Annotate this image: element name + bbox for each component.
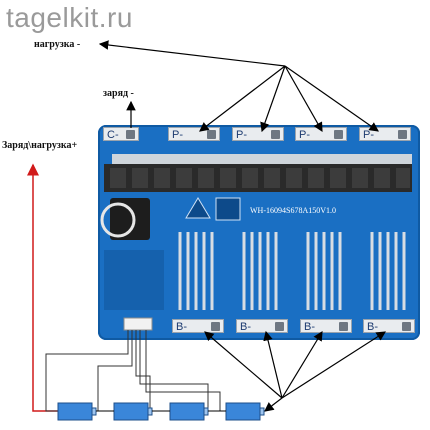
c-minus-pad-label: C- [107,129,119,141]
p-pad-label: P- [236,129,247,141]
b-pad-label: B- [304,321,315,333]
mosfet-row [104,154,412,192]
load-minus-arrows [98,40,379,133]
warning-icon [185,197,211,219]
site-watermark: tagelkit.ru [6,2,133,33]
p-minus-pad-2: P- [232,127,284,141]
c-minus-pad: C- [103,127,139,141]
p-pad-label: P- [299,129,310,141]
temp-sensor-wire [100,202,136,238]
load-minus-label: нагрузка - [34,39,81,50]
charge-load-plus-label: Заряд\нагрузка+ [2,140,78,151]
control-ic [110,198,150,240]
board-model-label: WH-16094S678A150V1.0 [250,206,336,215]
umbrella-icon [215,197,241,221]
b-minus-pad-1: B- [172,319,224,333]
battery-cells [57,402,265,421]
b-pad-label: B- [176,321,187,333]
b-pad-label: B- [367,321,378,333]
b-minus-arrows [204,330,387,412]
charge-minus-label: заряд - [103,88,134,99]
shunt-resistors [178,232,406,310]
b-minus-pad-2: B- [236,319,288,333]
balance-wires [45,330,221,412]
balance-connector [123,317,153,331]
p-pad-label: P- [363,129,374,141]
p-pad-label: P- [172,129,183,141]
b-minus-pad-3: B- [300,319,352,333]
b-minus-pad-4: B- [363,319,415,333]
smd-grid [104,250,164,310]
b-pad-label: B- [240,321,251,333]
